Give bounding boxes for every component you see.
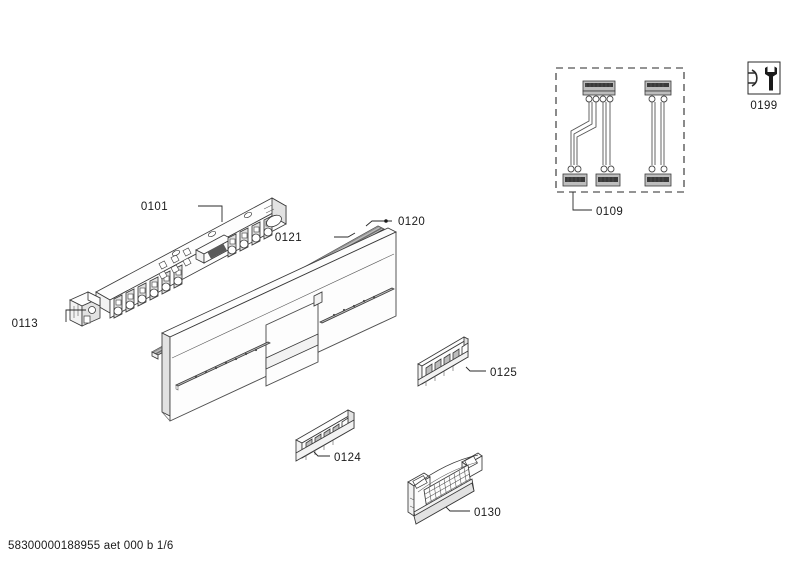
callout-label-0113: 0113 — [12, 318, 38, 330]
callout-label-0120: 0120 — [398, 216, 425, 228]
callout-leader-0120 — [365, 219, 392, 227]
callout-label-0109: 0109 — [596, 206, 623, 218]
service-tool-icon — [747, 61, 781, 95]
callout-label-0121: 0121 — [275, 232, 302, 244]
control-panel-fascia — [161, 227, 397, 422]
vent-slot-left — [175, 341, 271, 391]
handle-recess — [265, 300, 319, 387]
callout-label-0101: 0101 — [141, 201, 168, 213]
cable-harness-4wire — [562, 80, 621, 187]
drawing-footer-text: 58300000188955 aet 000 b 1/6 — [8, 540, 174, 552]
callout-label-0125: 0125 — [490, 367, 517, 379]
callout-leader-0109 — [572, 192, 592, 211]
vent-slot-right — [319, 287, 395, 324]
callout-leader-0124 — [313, 451, 330, 457]
harness-group-box — [555, 67, 685, 193]
cable-harness-2wire — [644, 80, 672, 187]
callout-leader-0130 — [445, 506, 470, 512]
dispenser-holder — [407, 452, 483, 525]
callout-leader-0113 — [65, 309, 86, 322]
callout-leader-0121 — [334, 232, 356, 238]
selector-knob — [263, 204, 282, 228]
switch-bracket — [69, 291, 101, 327]
button-strip-small — [295, 409, 355, 462]
callout-label-0130: 0130 — [474, 507, 501, 519]
callout-leader-0125 — [465, 366, 486, 372]
button-strip-large — [417, 336, 469, 387]
pad-array — [158, 247, 192, 280]
callout-leader-0101 — [198, 205, 223, 222]
callout-label-0199: 0199 — [750, 100, 777, 112]
control-electronics-module — [95, 197, 287, 319]
button-cluster-right — [227, 215, 273, 258]
callout-label-0124: 0124 — [334, 452, 361, 464]
